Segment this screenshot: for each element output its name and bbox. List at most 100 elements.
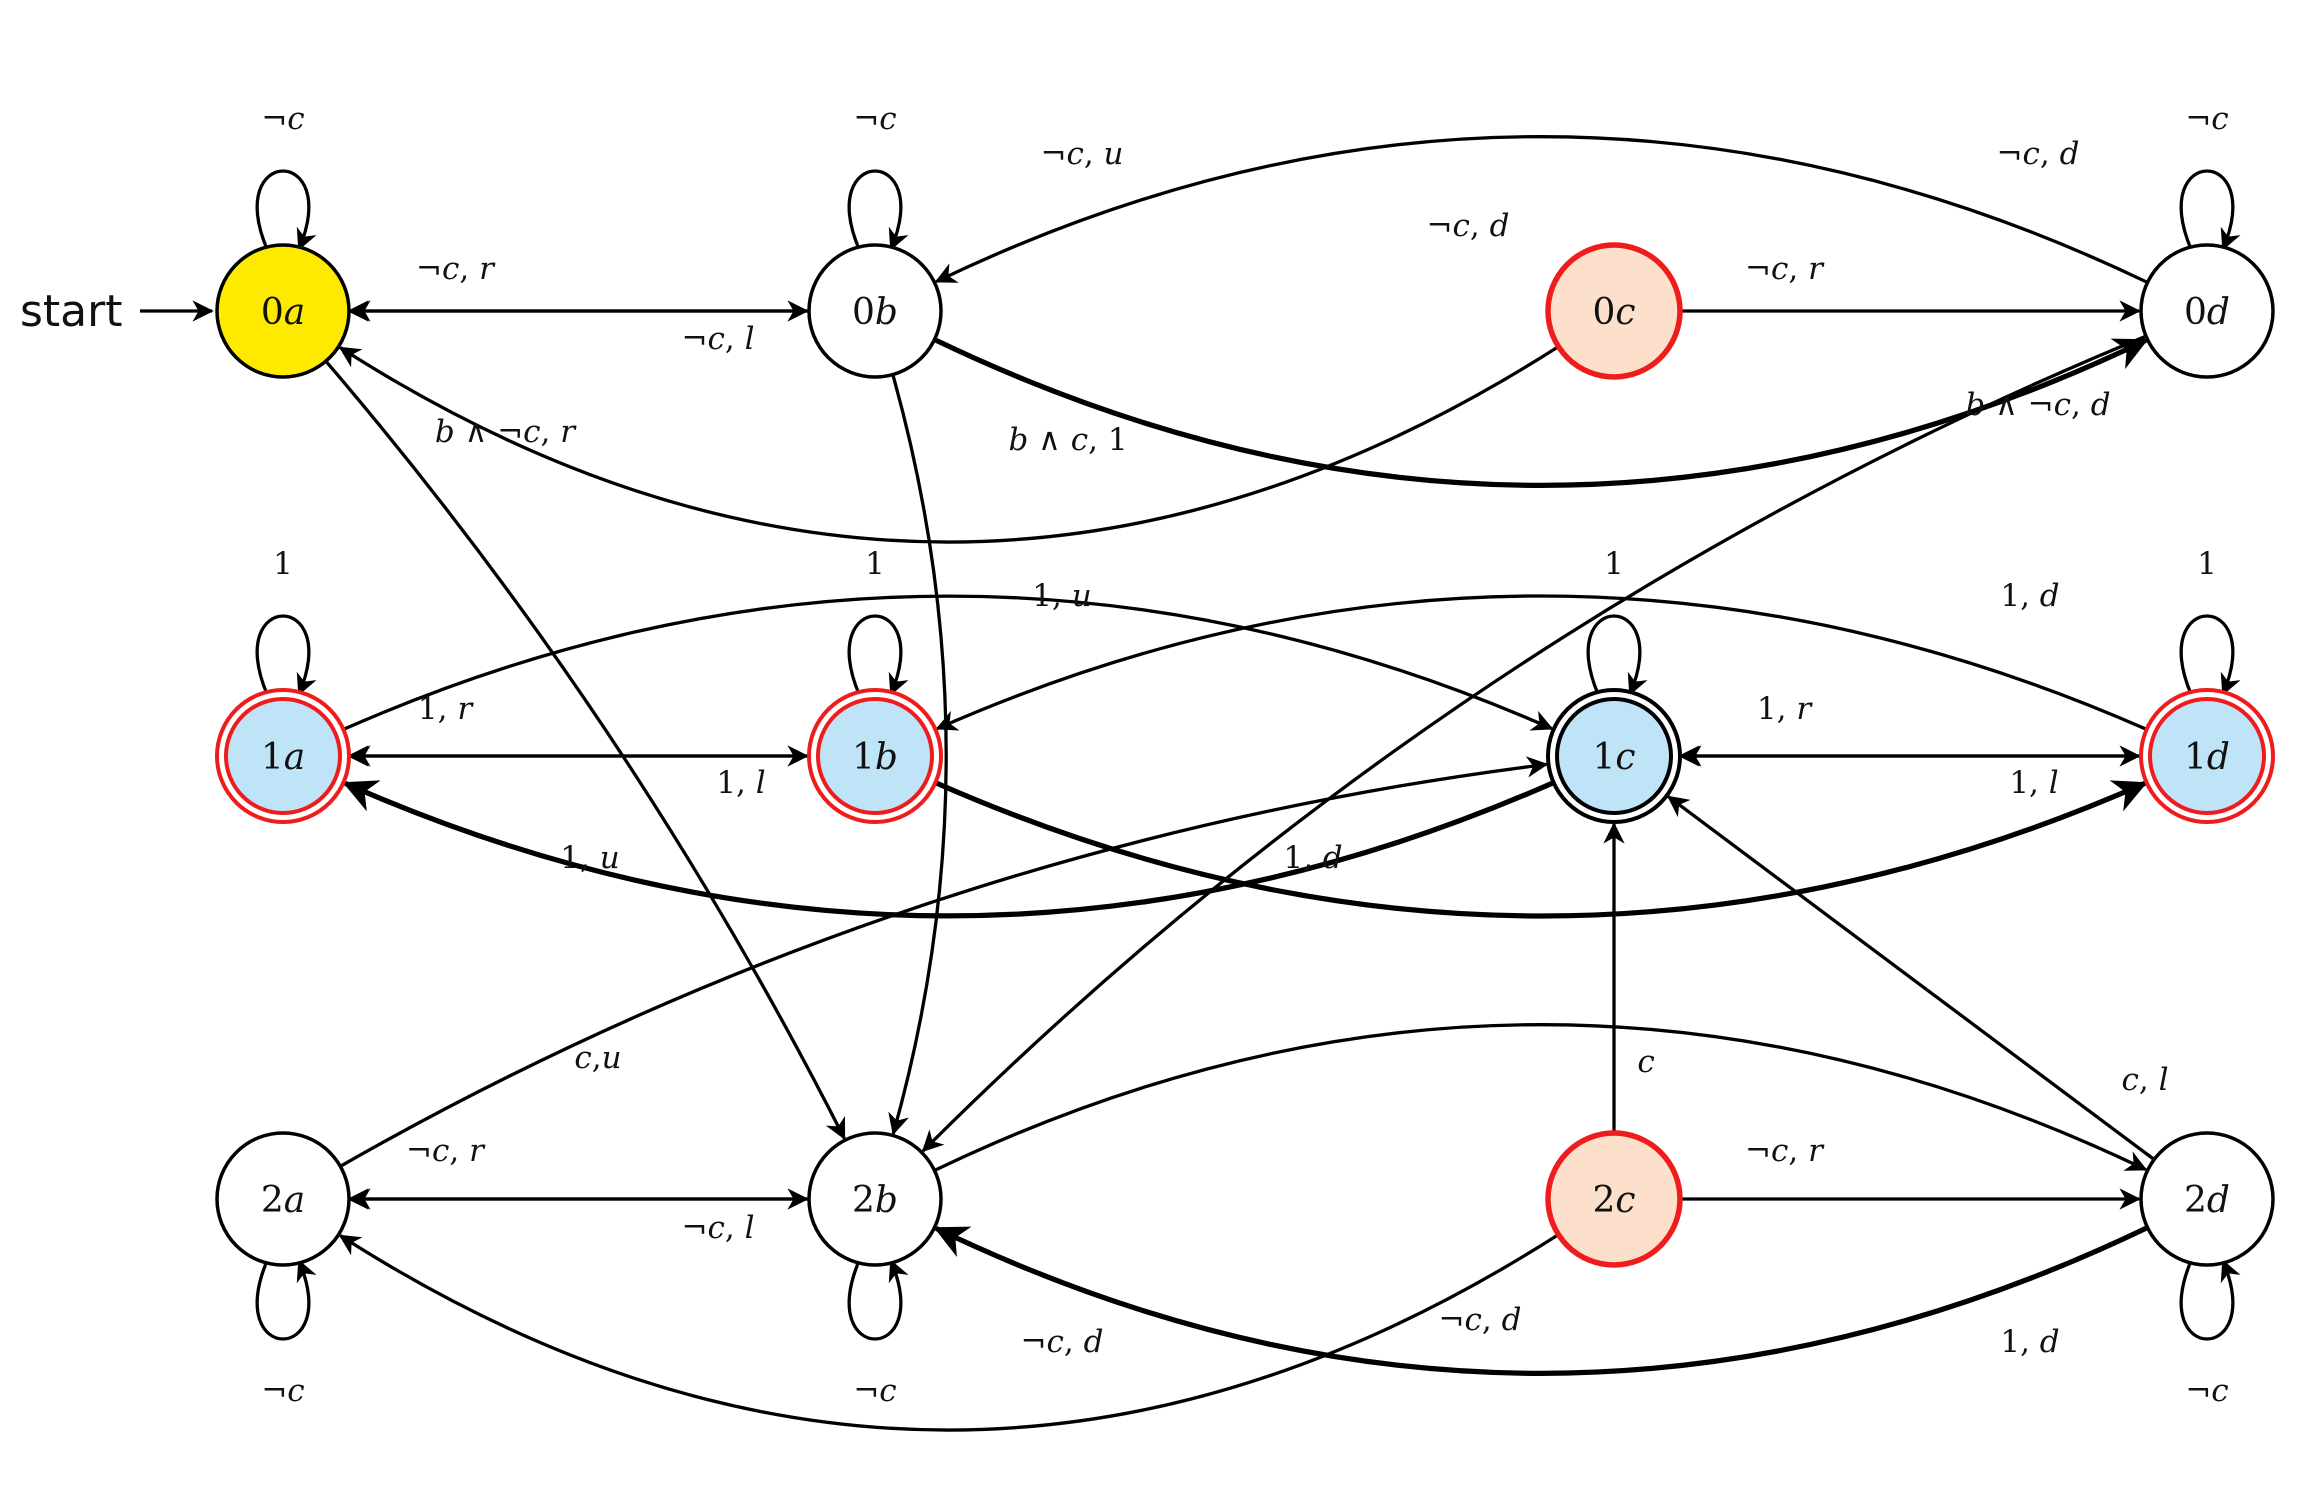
state-2c: 2c (1545, 1130, 1683, 1268)
transition-label: ¬c, l (682, 321, 755, 357)
state-2d: 2d (2139, 1131, 2275, 1267)
transition-label: c,u (574, 1040, 621, 1076)
state-0a: 0a (215, 243, 351, 379)
state-2b: 2b (807, 1131, 943, 1267)
state-label: 2d (2184, 1180, 2230, 1221)
state-label: 1b (852, 737, 898, 778)
transition-label: 1 (2197, 546, 2217, 582)
state-label: 0a (261, 292, 305, 333)
transition-label: ¬c (853, 1373, 896, 1409)
transition-1d-to-1b (935, 594, 2148, 731)
state-circle (816, 697, 934, 815)
state-label: 2b (852, 1180, 898, 1221)
state-1b: 1b (807, 688, 943, 824)
transition-label: 1, u (560, 840, 619, 876)
transition-label: b ∧ c, 1 (1008, 422, 1127, 458)
transition-label: 1, u (1032, 578, 1091, 614)
transition-1a-to-1c (342, 594, 1554, 731)
transition-label: ¬c, r (1745, 1133, 1825, 1169)
transition-0a-to-0a (255, 169, 317, 251)
state-label: 0d (2184, 292, 2230, 333)
transition-2a-to-2a (255, 1259, 317, 1341)
state-1d: 1d (2139, 688, 2275, 824)
transition-2a-to-1c (339, 756, 1549, 1168)
transition-label: 1, d (2000, 578, 2059, 614)
transition-label: b ∧ ¬c, r (435, 414, 577, 450)
start-indicator: start (20, 286, 214, 337)
transition-label: ¬c, l (682, 1210, 755, 1246)
transition-0b-to-0b (847, 169, 909, 251)
transition-label: 1, d (2000, 1324, 2059, 1360)
transition-label: ¬c, d (1439, 1302, 1522, 1338)
transition-1a-to-1a (255, 614, 317, 696)
state-label: 1a (261, 737, 305, 778)
transition-label: ¬c (853, 101, 896, 137)
transition-label: b ∧ ¬c, d (1965, 387, 2110, 423)
transition-label: 1 (865, 546, 885, 582)
state-0d: 0d (2139, 243, 2275, 379)
state-1c: 1c (1546, 688, 1682, 824)
transition-0b-to-2b (888, 374, 948, 1136)
transition-0b-to-0d (933, 337, 2149, 488)
transition-label: ¬c (261, 1373, 304, 1409)
transition-1c-to-1a (342, 780, 1555, 919)
state-circle (1545, 1130, 1683, 1268)
state-circle (1545, 242, 1683, 380)
transition-2c-to-2a (338, 1233, 1560, 1432)
state-label: 0b (852, 292, 898, 333)
state-label: 2a (261, 1180, 305, 1221)
transition-2d-to-2b (933, 1225, 2149, 1376)
transition-0c-to-0a (338, 345, 1560, 544)
transition-label: c, l (2121, 1062, 2168, 1098)
transition-2b-to-2b (847, 1259, 909, 1341)
state-circle (224, 697, 342, 815)
state-1a: 1a (215, 688, 351, 824)
state-circle (2148, 697, 2266, 815)
transition-2b-to-2d (933, 1023, 2148, 1172)
transition-1b-to-1d (934, 780, 2148, 919)
transition-edges (255, 135, 2241, 1432)
transition-label: 1, r (1757, 691, 1813, 727)
state-circle (215, 1131, 351, 1267)
transition-label: ¬c (2185, 101, 2228, 137)
transition-label: ¬c, d (1021, 1324, 1104, 1360)
state-circle (2139, 1131, 2275, 1267)
transition-label: ¬c, r (1745, 251, 1825, 287)
transition-label: 1, r (418, 691, 474, 727)
state-label: 1d (2184, 737, 2230, 778)
transition-label: 1, l (2009, 765, 2058, 801)
transition-1c-to-1c (1586, 614, 1648, 696)
transition-label: ¬c, r (406, 1133, 486, 1169)
state-circle (1555, 697, 1673, 815)
state-label: 2c (1592, 1180, 1635, 1221)
transition-2d-to-1c (1667, 795, 2156, 1161)
transition-2d-to-2d (2179, 1259, 2241, 1341)
state-circle (2139, 243, 2275, 379)
state-label: 1c (1592, 737, 1635, 778)
transition-label: 1, l (716, 765, 765, 801)
transition-label: 1, d (1283, 840, 1342, 876)
transition-label: ¬c (261, 101, 304, 137)
state-circle (807, 243, 943, 379)
state-circle (807, 1131, 943, 1267)
transition-0d-to-0d (2179, 169, 2241, 251)
transition-1b-to-1b (847, 614, 909, 696)
transition-0a-to-2b (324, 360, 846, 1140)
transition-1d-to-1d (2179, 614, 2241, 696)
transition-label: ¬c, r (416, 251, 496, 287)
transition-label: c (1637, 1044, 1654, 1080)
transition-label: 1 (273, 546, 293, 582)
transition-0d-to-0b (934, 135, 2149, 284)
state-2a: 2a (215, 1131, 351, 1267)
transition-label: ¬c (2185, 1373, 2228, 1409)
transition-0d-to-2b (921, 334, 2147, 1153)
state-0b: 0b (807, 243, 943, 379)
transition-label: ¬c, d (1427, 208, 1510, 244)
transition-label: ¬c, u (1040, 136, 1123, 172)
state-circle (215, 243, 351, 379)
state-label: 0c (1592, 292, 1635, 333)
